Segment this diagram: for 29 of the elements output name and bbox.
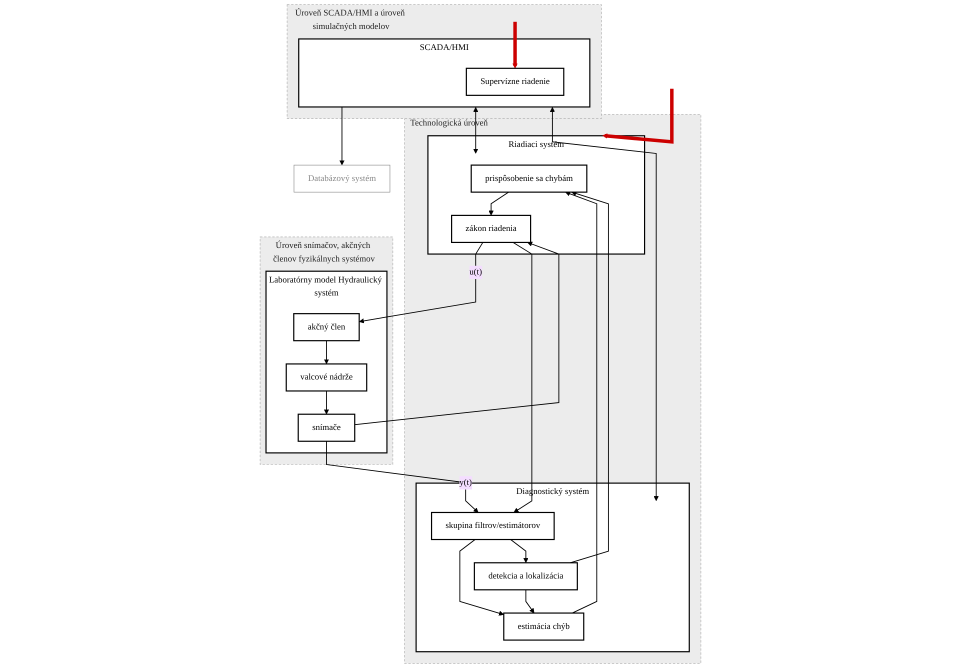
node-box: valcové nádrže [286, 363, 368, 392]
arrow [602, 88, 674, 144]
node-box: prispôsobenie sa chybám [470, 164, 588, 193]
arrow [550, 106, 659, 502]
node-box: akčný člen [293, 313, 360, 342]
edge-label: u(t) [469, 267, 482, 277]
arrow [570, 191, 609, 564]
arrow [324, 340, 330, 364]
arrow [512, 22, 518, 69]
arrow [473, 106, 478, 154]
arrow [510, 539, 528, 563]
arrow [339, 106, 345, 166]
node-box: zákon riadenia [451, 214, 532, 244]
node-box: skupina filtrov/estimátorov [430, 512, 555, 540]
arrow [459, 539, 504, 616]
node-box: Databázový systém [294, 164, 390, 192]
arrow [512, 242, 532, 513]
arrow [326, 440, 478, 513]
arrow [525, 589, 534, 614]
edge-label: y(t) [459, 478, 472, 488]
arrow [324, 390, 330, 414]
node-box: detekcia a lokalizácia [474, 562, 578, 590]
node-box: estimácia chýb [503, 612, 584, 641]
arrow [565, 191, 598, 614]
arrow [358, 242, 484, 324]
node-box: snímače [298, 414, 356, 442]
arrow [354, 242, 560, 426]
node-box: Supervízne riadenie [466, 68, 564, 96]
arrow [488, 192, 510, 216]
